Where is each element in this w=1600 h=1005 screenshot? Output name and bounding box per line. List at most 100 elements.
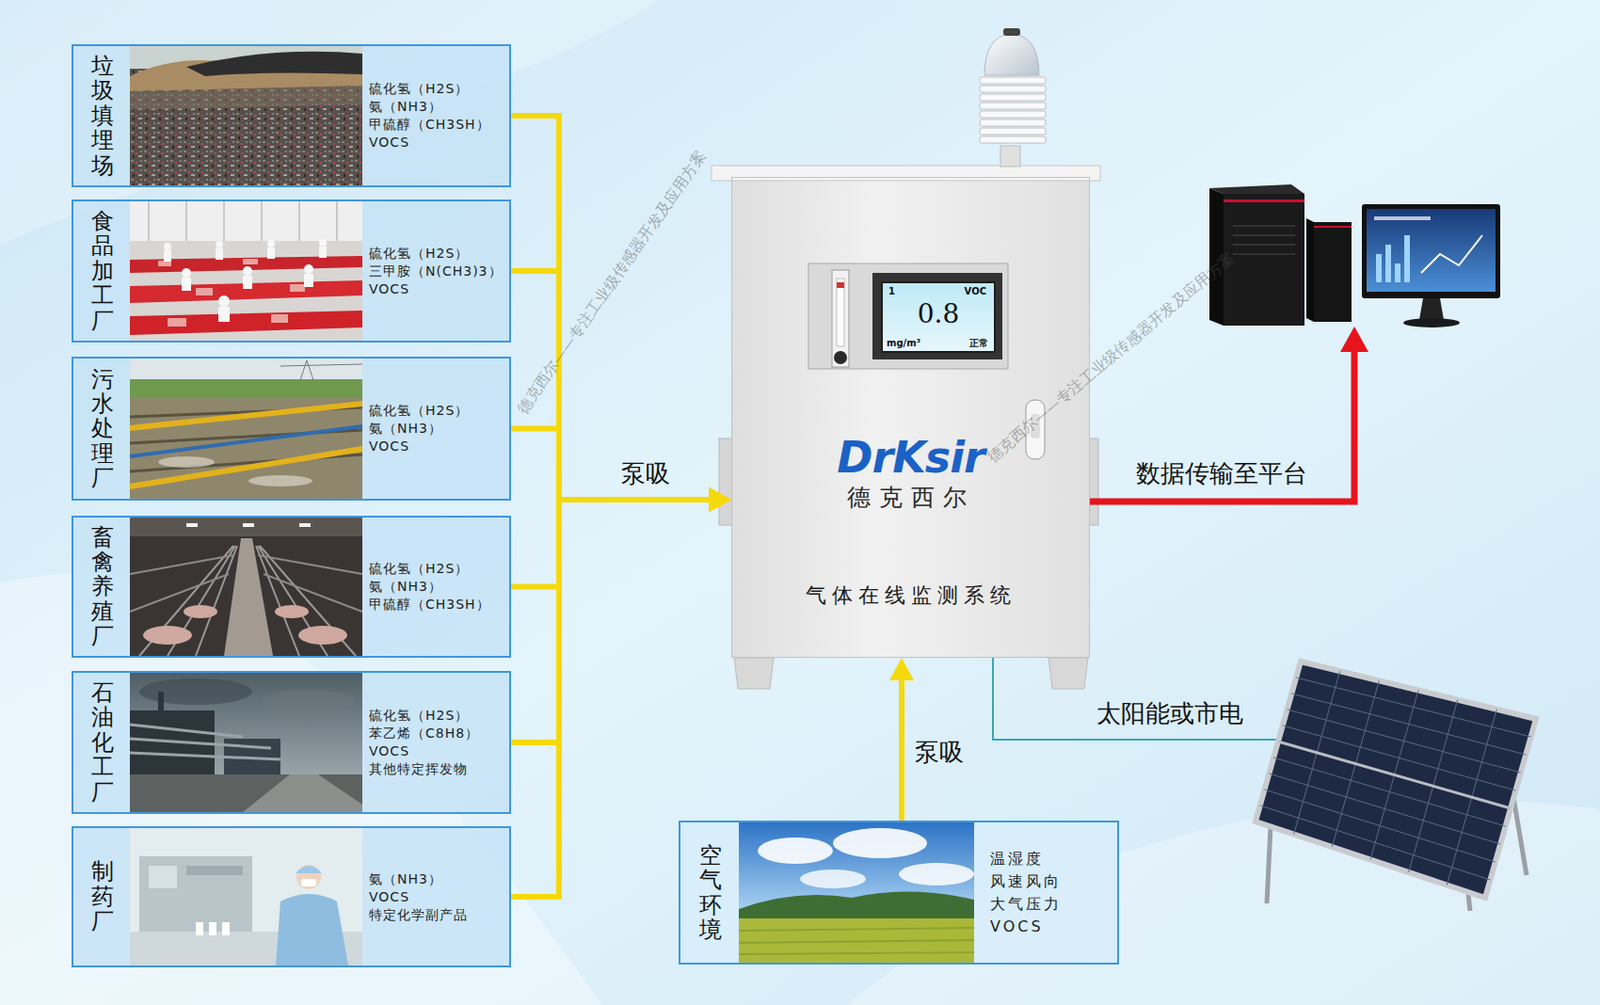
cabinet-art [979, 136, 1046, 144]
computer-art [1366, 208, 1496, 292]
gas-list: 温湿度风速风向大气压力VOCS [990, 822, 1114, 963]
pump-arrow [511, 487, 732, 743]
data-arrow [1089, 350, 1355, 502]
pump-arrow [889, 657, 914, 821]
cabinet-art [1003, 28, 1021, 36]
reading-value: 0.8 [917, 298, 960, 331]
scene-title: 垃圾填埋场 [91, 53, 114, 178]
air-photo [738, 928, 975, 955]
air-photo [898, 863, 975, 886]
gas-item: VOCS [368, 280, 410, 299]
livestock-photo [143, 625, 192, 645]
watermark: 德克西尔——专注工业级传感器开发及应用方案 [513, 147, 709, 416]
computer-art [1403, 318, 1460, 328]
transfer-label: 数据传输至平台 [1136, 459, 1308, 489]
computer-art [1306, 218, 1314, 322]
food-factory-photo [167, 318, 187, 327]
petrochemical-photo [261, 689, 356, 713]
petrochemical-photo [242, 774, 363, 813]
food-factory-photo [181, 268, 192, 278]
computer-art [1223, 199, 1305, 203]
box-fill [71, 44, 512, 188]
food-factory-photo [267, 240, 275, 248]
power-line [992, 657, 1280, 740]
sewage-photo [129, 358, 363, 499]
scene-title: 空气环境 [699, 843, 722, 944]
scene-title: 石油化工厂 [91, 680, 114, 805]
solar-panel-art [1255, 661, 1536, 898]
scenario-box: 制药厂氨（NH3）VOCS特定化学副产品 [71, 826, 512, 968]
pump-line [511, 429, 709, 501]
arrow-head [708, 487, 732, 512]
sewage-photo [158, 456, 215, 468]
gas-item: VOCS [368, 742, 410, 761]
computer-art [1313, 222, 1352, 322]
cabinet-art [872, 272, 1003, 360]
food-factory-photo [304, 273, 314, 288]
arrow-head [708, 487, 732, 512]
livestock-photo [129, 517, 363, 537]
food-factory-photo [148, 201, 337, 241]
pharma-photo [139, 856, 253, 932]
reading-unit: mg/m³ [886, 337, 921, 349]
box-fill [71, 826, 512, 968]
computer-art [1223, 193, 1305, 326]
air-photo [738, 822, 975, 963]
box-fill [71, 199, 512, 343]
cabinet-art [836, 282, 845, 288]
cabinet-art [979, 94, 1046, 101]
gas-item: 甲硫醇（CH3SH） [368, 595, 491, 614]
pharma-photo [195, 922, 204, 936]
food-factory-photo [181, 277, 192, 291]
cabinet-art [1048, 657, 1088, 689]
gas-item: 三甲胺（N(CH3)3） [368, 262, 503, 281]
gas-list: 硫化氢（H2S）氨（NH3）VOCS [368, 358, 506, 499]
gas-item: 风速风向 [990, 870, 1062, 894]
arrow-head [889, 657, 914, 681]
computer-art [1374, 216, 1431, 221]
pharma-photo [295, 865, 322, 874]
sewage-photo [129, 403, 363, 429]
livestock-photo [129, 555, 363, 612]
livestock-photo [183, 605, 218, 619]
food-factory-photo [163, 250, 172, 262]
cabinet-art [979, 77, 1046, 84]
sewage-photo [129, 426, 363, 457]
cabinet-art [711, 28, 1101, 689]
computer-art [1404, 235, 1410, 283]
food-factory-photo [289, 284, 305, 292]
pharma-photo [275, 894, 349, 966]
power-label: 太阳能或市电 [1096, 699, 1244, 729]
pharma-photo [208, 922, 217, 936]
gas-list: 硫化氢（H2S）氨（NH3）甲硫醇（CH3SH） [368, 517, 506, 656]
edge-label: 泵吸 [914, 737, 964, 768]
cabinet-art [979, 85, 1046, 93]
brand-logo: DrKsir [836, 433, 984, 482]
gas-item: 硫化氢（H2S） [368, 401, 469, 420]
gas-item: 氨（NH3） [368, 577, 443, 596]
air-photo [800, 869, 866, 889]
gas-item: 氨（NH3） [368, 97, 443, 116]
air-photo [832, 828, 928, 859]
box-fill [71, 671, 512, 815]
sewage-photo [248, 475, 313, 487]
computer-art [1232, 225, 1296, 255]
landfill-photo [129, 46, 363, 186]
gas-item: VOCS [990, 915, 1044, 939]
gas-item: 硫化氢（H2S） [368, 560, 469, 578]
pharma-photo [186, 865, 243, 876]
gas-item: 苯乙烯（C8H8） [368, 724, 480, 743]
food-factory-photo [242, 258, 258, 265]
landfill-photo [129, 46, 363, 186]
channel-number: 1 [888, 286, 896, 297]
livestock-photo [139, 545, 356, 656]
food-factory-photo [215, 248, 224, 260]
livestock-photo [129, 517, 363, 656]
air-photo [757, 837, 833, 864]
brand-name: 德克西尔 [847, 484, 976, 512]
gas-item: VOCS [368, 437, 410, 456]
arrow-head [708, 487, 732, 512]
scenario-box: 畜禽养殖厂硫化氢（H2S）氨（NH3）甲硫醇（CH3SH） [71, 515, 512, 658]
title-column: 石油化工厂 [73, 672, 132, 813]
